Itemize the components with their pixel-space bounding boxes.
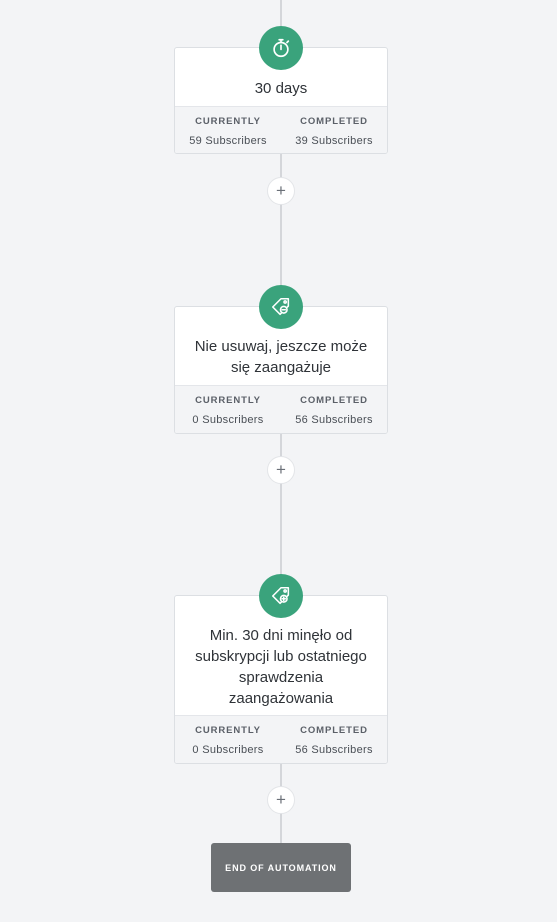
- step-title: 30 days: [254, 79, 308, 97]
- completed-stat: COMPLETED 39 Subscribers: [281, 107, 387, 153]
- step-stats: CURRENTLY 59 Subscribers COMPLETED 39 Su…: [175, 106, 387, 153]
- completed-stat: COMPLETED 56 Subscribers: [281, 386, 387, 433]
- currently-stat: CURRENTLY 0 Subscribers: [175, 716, 281, 763]
- completed-label: COMPLETED: [300, 395, 368, 406]
- add-step-button[interactable]: +: [267, 786, 295, 814]
- completed-stat: COMPLETED 56 Subscribers: [281, 716, 387, 763]
- step-title: Min. 30 dni minęło od subskrypcji lub os…: [195, 626, 367, 707]
- step-card-add-tag[interactable]: Min. 30 dni minęło od subskrypcji lub os…: [174, 595, 388, 764]
- connector-line: [280, 433, 282, 595]
- completed-value[interactable]: 56 Subscribers: [295, 744, 373, 756]
- completed-value[interactable]: 39 Subscribers: [295, 135, 373, 147]
- tag-remove-icon: [259, 285, 303, 329]
- currently-value[interactable]: 0 Subscribers: [192, 414, 264, 426]
- stopwatch-icon: [259, 26, 303, 70]
- step-title: Nie usuwaj, jeszcze może się zaangażuje: [194, 338, 368, 376]
- currently-label: CURRENTLY: [195, 116, 261, 127]
- currently-label: CURRENTLY: [195, 395, 261, 406]
- completed-label: COMPLETED: [300, 116, 368, 127]
- step-card-remove-tag[interactable]: Nie usuwaj, jeszcze może się zaangażuje …: [174, 306, 388, 434]
- add-step-button[interactable]: +: [267, 177, 295, 205]
- add-step-button[interactable]: +: [267, 456, 295, 484]
- step-stats: CURRENTLY 0 Subscribers COMPLETED 56 Sub…: [175, 715, 387, 763]
- currently-stat: CURRENTLY 59 Subscribers: [175, 107, 281, 153]
- currently-label: CURRENTLY: [195, 725, 261, 736]
- currently-stat: CURRENTLY 0 Subscribers: [175, 386, 281, 433]
- currently-value[interactable]: 59 Subscribers: [189, 135, 267, 147]
- end-of-automation: END OF AUTOMATION: [211, 843, 351, 892]
- completed-label: COMPLETED: [300, 725, 368, 736]
- step-stats: CURRENTLY 0 Subscribers COMPLETED 56 Sub…: [175, 385, 387, 433]
- currently-value[interactable]: 0 Subscribers: [192, 744, 264, 756]
- completed-value[interactable]: 56 Subscribers: [295, 414, 373, 426]
- connector-line: [280, 154, 282, 306]
- tag-add-icon: [259, 574, 303, 618]
- connector-line: [280, 0, 282, 26]
